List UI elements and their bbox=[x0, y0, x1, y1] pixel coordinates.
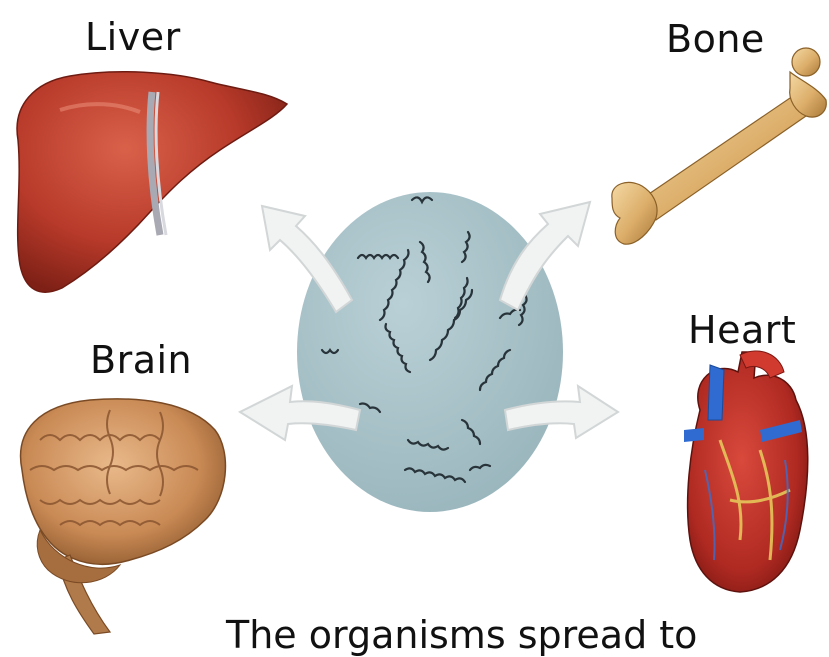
bone-illustration bbox=[612, 48, 826, 244]
label-brain: Brain bbox=[90, 341, 192, 379]
organism-circle bbox=[297, 192, 563, 512]
caption: The organisms spread to bbox=[226, 616, 697, 654]
brain-illustration bbox=[21, 399, 226, 634]
label-bone: Bone bbox=[666, 20, 765, 58]
diagram: Liver Bone Brain Heart The organisms spr… bbox=[0, 0, 829, 640]
label-liver: Liver bbox=[85, 18, 181, 56]
heart-illustration bbox=[684, 351, 808, 592]
liver-illustration bbox=[17, 72, 287, 292]
label-heart: Heart bbox=[688, 311, 796, 349]
